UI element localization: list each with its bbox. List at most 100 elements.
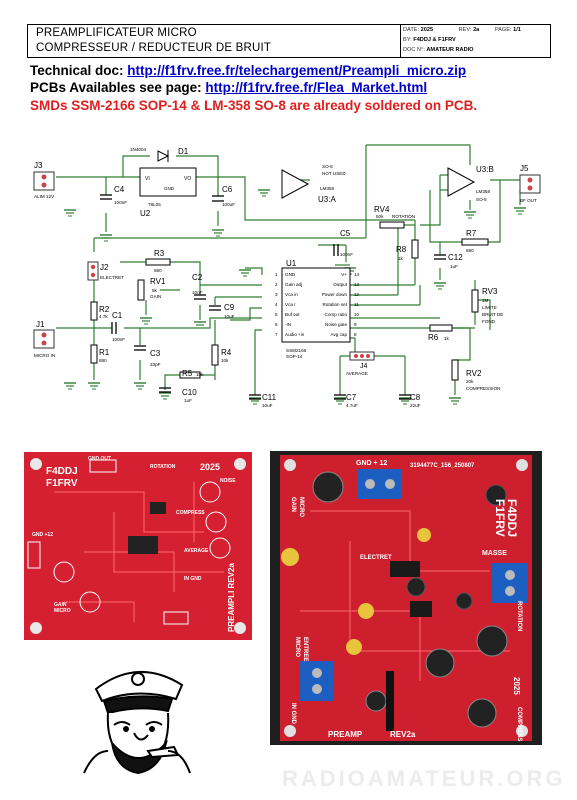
ref-j2: J2 [100,263,109,272]
pcb-render-artwork: F4DDJ F1FRV 2025 GND OUT ROTATION NOISE … [24,452,252,640]
svg-text:GAIN: GAIN [290,497,296,512]
svg-text:6: 6 [275,322,278,327]
ref-j3: J3 [34,161,43,170]
pcb-render-image: F4DDJ F1FRV 2025 GND OUT ROTATION NOISE … [24,452,252,640]
svg-text:1M: 1M [482,298,489,303]
svg-text:GAIN: GAIN [54,602,67,608]
component-values: 100nF 100uF 50k ROTATION 100nF 1k 680 1u… [99,200,503,408]
svg-text:RV4: RV4 [374,205,390,214]
svg-text:VO: VO [184,176,191,182]
tech-doc-link[interactable]: http://f1frv.free.fr/telechargement/Prea… [127,63,467,78]
page-value: 1/1 [513,27,521,33]
svg-text:13: 13 [354,282,360,287]
svg-text:Noise gate: Noise gate [325,322,347,327]
captain-illustration [78,655,196,775]
author-row: BY: F4DDJ & F1FRV [403,37,456,43]
svg-text:8: 8 [354,332,357,337]
svg-text:LM358: LM358 [320,186,334,191]
svg-text:LIMITE: LIMITE [482,305,497,310]
svg-text:R2: R2 [99,305,110,314]
svg-text:ROTATION: ROTATION [516,601,522,631]
svg-text:COMPRESS: COMPRESS [516,707,522,741]
svg-text:100nF: 100nF [114,200,127,205]
label-j3: ALIM 12V [34,194,55,199]
document-title: PREAMPLIFICATEUR MICRO [36,27,197,39]
svg-text:R6: R6 [428,333,439,342]
svg-text:-IN: -IN [285,322,291,327]
svg-text:1uF: 1uF [450,264,458,269]
svg-text:C1: C1 [112,311,123,320]
svg-text:C7: C7 [346,393,357,402]
svg-text:10uF: 10uF [262,403,273,408]
svg-text:SO-8: SO-8 [476,197,487,202]
svg-text:F4DDJ: F4DDJ [505,499,519,537]
svg-text:RV3: RV3 [482,287,498,296]
connector-j3: J3 ALIM 12V [33,161,55,199]
ref-j4: J4 [360,363,368,370]
svg-text:78L05: 78L05 [148,202,161,207]
svg-text:C4: C4 [114,185,125,194]
svg-text:GND OUT: GND OUT [88,456,111,462]
connector-j4: J4 AVERAGE [346,351,375,376]
svg-text:VI: VI [145,176,150,182]
svg-text:C10: C10 [182,388,197,397]
svg-text:100nF: 100nF [340,252,353,257]
svg-text:COMPRESSION: COMPRESSION [466,386,500,391]
svg-text:PREAMP: PREAMP [328,730,363,739]
svg-text:SSM2166: SSM2166 [286,348,307,353]
label-j5: BF OUT [520,198,537,203]
date-row: DATE: 2025 REV: 2a PAGE: 1/1 [403,27,521,33]
svg-text:R5: R5 [182,369,193,378]
svg-text:GND: GND [285,272,296,277]
connector-j2: J2 ELECTRET [87,261,124,281]
svg-text:C2: C2 [192,273,203,282]
svg-text:GAIN: GAIN [150,294,161,299]
svg-text:REV2a: REV2a [390,730,416,739]
svg-text:20k: 20k [466,379,474,384]
svg-text:680: 680 [466,248,474,253]
svg-text:NOISE: NOISE [220,478,236,484]
svg-text:10k: 10k [196,372,204,377]
svg-text:SO-8: SO-8 [322,164,333,169]
regulator-u2: VI VO GND 78L05 U2 [139,167,197,218]
svg-text:R3: R3 [154,249,165,258]
svg-text:C8: C8 [410,393,421,402]
svg-text:33pF: 33pF [150,362,161,367]
pcb-link[interactable]: http://f1frv.free.fr/Flea_Market.html [205,80,428,95]
svg-text:10k: 10k [221,358,229,363]
label-j2: ELECTRET [100,275,124,280]
ic-u1: U1 SSM2166 SOP-14 GND Gain adj Vca in Vc… [275,259,360,359]
component-refs: C4 C6 RV4 C5 R8 R7 C12 R3 RV1 C2 C9 RV3 … [99,185,498,402]
wires [56,144,528,395]
svg-text:R4: R4 [221,348,232,357]
author-value: F4DDJ & F1FRV [413,37,456,43]
title-block: PREAMPLIFICATEUR MICRO COMPRESSEUR / RED… [27,24,551,58]
ref-j1: J1 [36,320,45,329]
svg-text:1: 1 [275,272,278,277]
svg-text:R1: R1 [99,348,110,357]
svg-text:1k: 1k [444,336,450,341]
svg-text:Rotation set: Rotation set [322,302,347,307]
svg-text:IN GND: IN GND [290,703,296,725]
svg-text:U3:B: U3:B [476,165,494,174]
svg-text:MICRO: MICRO [298,497,304,517]
svg-text:C11: C11 [262,393,277,402]
title-block-left: PREAMPLIFICATEUR MICRO COMPRESSEUR / RED… [28,25,401,57]
svg-text:NOT USED: NOT USED [322,171,346,176]
svg-text:D1: D1 [178,147,189,156]
svg-text:Avg cap: Avg cap [330,332,347,337]
svg-text:COMPRESS: COMPRESS [176,510,205,516]
svg-text:IN GND: IN GND [184,576,202,582]
svg-text:U2: U2 [140,209,151,218]
svg-text:Output: Output [333,282,348,287]
svg-text:SOP-14: SOP-14 [286,354,303,359]
svg-text:Buf out: Buf out [285,312,300,317]
captain-drawing [83,671,191,775]
svg-text:F1FRV: F1FRV [46,478,78,489]
opamp-u3a: SO-8 NOT USED LM358 U3:A [281,164,346,204]
svg-text:C12: C12 [448,253,463,262]
watermark: RADIOAMATEUR.ORG [282,766,566,791]
svg-text:MICRO: MICRO [54,608,71,614]
svg-text:LM358: LM358 [476,189,490,194]
date-value: 2025 [420,27,434,33]
